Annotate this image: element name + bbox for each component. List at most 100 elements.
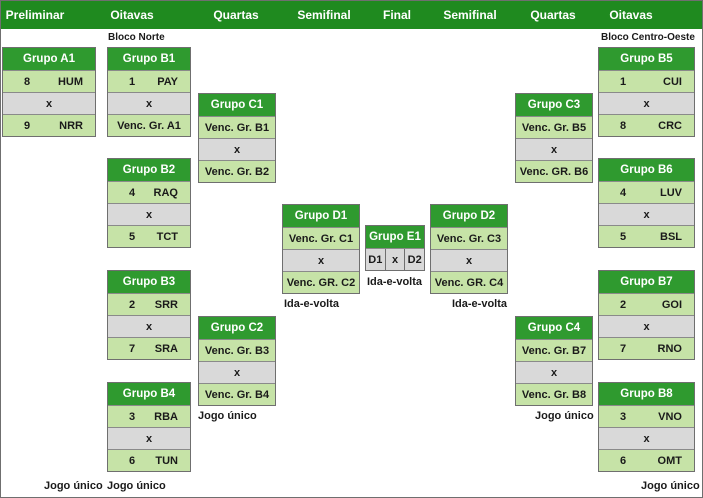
winner-ref-row: Venc. Gr. B4 bbox=[199, 383, 275, 405]
group-title: Grupo D2 bbox=[431, 205, 507, 227]
team-code: TUN bbox=[155, 455, 178, 467]
phase-header-bar bbox=[1, 1, 702, 29]
team-code: SRR bbox=[154, 299, 178, 311]
versus-row: x bbox=[108, 427, 190, 449]
header-preliminar: Preliminar bbox=[5, 8, 65, 22]
versus-row: x bbox=[516, 138, 592, 160]
team-row: 4 LUV bbox=[599, 181, 694, 203]
seed-number: 4 bbox=[128, 187, 136, 199]
seed-number: 4 bbox=[619, 187, 627, 199]
team-row: 6 TUN bbox=[108, 449, 190, 471]
group-title: Grupo C2 bbox=[199, 317, 275, 339]
seed-number: 3 bbox=[619, 411, 627, 423]
winner-ref-row: Venc. Gr. B1 bbox=[199, 116, 275, 138]
versus-row: x bbox=[516, 361, 592, 383]
group-title: Grupo B4 bbox=[108, 383, 190, 405]
seed-number: 5 bbox=[619, 231, 627, 243]
versus-row: x bbox=[599, 92, 694, 114]
winner-ref-row: Venc. GR. C4 bbox=[431, 271, 507, 293]
final-matchup-row: D1 x D2 bbox=[366, 248, 424, 270]
seed-number: 8 bbox=[619, 120, 627, 132]
seed-number: 6 bbox=[128, 455, 136, 467]
seed-number: 3 bbox=[128, 411, 136, 423]
team-row: 5 BSL bbox=[599, 225, 694, 247]
header-semifinal-right: Semifinal bbox=[443, 8, 497, 22]
team-code: LUV bbox=[660, 187, 682, 199]
group-c1: Grupo C1 Venc. Gr. B1 x Venc. Gr. B2 bbox=[198, 93, 276, 183]
team-code: RBA bbox=[154, 411, 178, 423]
seed-number: 9 bbox=[23, 120, 31, 132]
team-code: GOI bbox=[661, 299, 682, 311]
team-code: CRC bbox=[658, 120, 682, 132]
note-d1-format: Ida-e-volta bbox=[284, 298, 340, 310]
seed-number: 7 bbox=[128, 343, 136, 355]
team-code: NRR bbox=[59, 120, 83, 132]
team-row: 4 RAQ bbox=[108, 181, 190, 203]
versus-row: x bbox=[108, 315, 190, 337]
winner-ref-row: Venc. Gr. C1 bbox=[283, 227, 359, 249]
header-quartas-left: Quartas bbox=[213, 8, 259, 22]
group-title: Grupo C3 bbox=[516, 94, 592, 116]
team-row: 9 NRR bbox=[3, 114, 95, 136]
seed-number: 1 bbox=[619, 76, 627, 88]
group-d2: Grupo D2 Venc. Gr. C3 x Venc. GR. C4 bbox=[430, 204, 508, 294]
group-title: Grupo B8 bbox=[599, 383, 694, 405]
group-title: Grupo E1 bbox=[366, 226, 424, 248]
versus-row: x bbox=[199, 138, 275, 160]
versus-row: x bbox=[108, 203, 190, 225]
team-code: RNO bbox=[657, 343, 682, 355]
winner-ref-row: Venc. Gr. A1 bbox=[108, 114, 190, 136]
note-a1-format: Jogo único bbox=[44, 480, 103, 492]
team-code: TCT bbox=[156, 231, 178, 243]
winner-ref-row: Venc. GR. B6 bbox=[516, 160, 592, 182]
winner-ref-row: Venc. Gr. B5 bbox=[516, 116, 592, 138]
note-e1-format: Ida-e-volta bbox=[367, 276, 423, 288]
group-d1: Grupo D1 Venc. Gr. C1 x Venc. GR. C2 bbox=[282, 204, 360, 294]
versus-cell: x bbox=[385, 249, 406, 270]
group-c2: Grupo C2 Venc. Gr. B3 x Venc. Gr. B4 bbox=[198, 316, 276, 406]
group-title: Grupo B7 bbox=[599, 271, 694, 293]
finalist-a: D1 bbox=[366, 249, 386, 270]
winner-ref-row: Venc. Gr. B2 bbox=[199, 160, 275, 182]
seed-number: 8 bbox=[23, 76, 31, 88]
team-code: PAY bbox=[157, 76, 178, 88]
group-c4: Grupo C4 Venc. Gr. B7 x Venc. Gr. B8 bbox=[515, 316, 593, 406]
group-c3: Grupo C3 Venc. Gr. B5 x Venc. GR. B6 bbox=[515, 93, 593, 183]
seed-number: 2 bbox=[619, 299, 627, 311]
team-row: 8 CRC bbox=[599, 114, 694, 136]
team-code: BSL bbox=[660, 231, 682, 243]
group-e1-final: Grupo E1 D1 x D2 bbox=[365, 225, 425, 271]
team-code: OMT bbox=[657, 455, 682, 467]
header-oitavas-right: Oitavas bbox=[609, 8, 653, 22]
note-c2-format: Jogo único bbox=[198, 410, 257, 422]
header-semifinal-left: Semifinal bbox=[297, 8, 351, 22]
group-title: Grupo B2 bbox=[108, 159, 190, 181]
versus-row: x bbox=[599, 315, 694, 337]
note-oitavas-right-format: Jogo único bbox=[641, 480, 700, 492]
header-quartas-right: Quartas bbox=[530, 8, 576, 22]
note-d2-format: Ida-e-volta bbox=[452, 298, 508, 310]
versus-row: x bbox=[108, 92, 190, 114]
group-title: Grupo B5 bbox=[599, 48, 694, 70]
team-code: SRA bbox=[154, 343, 178, 355]
versus-row: x bbox=[3, 92, 95, 114]
versus-row: x bbox=[199, 361, 275, 383]
versus-row: x bbox=[431, 249, 507, 271]
group-b5: Grupo B5 1 CUI x 8 CRC bbox=[598, 47, 695, 137]
group-title: Grupo B1 bbox=[108, 48, 190, 70]
finalist-b: D2 bbox=[405, 249, 424, 270]
team-code: RAQ bbox=[153, 187, 178, 199]
seed-number: 6 bbox=[619, 455, 627, 467]
block-label-right: Bloco Centro-Oeste bbox=[601, 32, 695, 43]
team-code: CUI bbox=[663, 76, 682, 88]
